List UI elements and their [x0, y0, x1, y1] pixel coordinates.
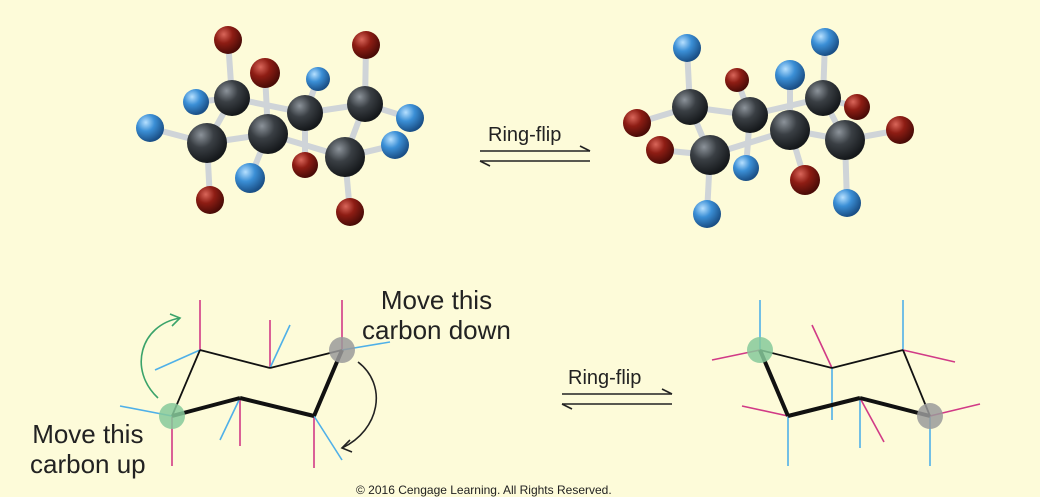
move-down-arrow — [341, 361, 378, 449]
blue-atom — [833, 189, 861, 217]
carbon-atom — [805, 80, 841, 116]
move-down-line1: Move this — [380, 285, 493, 315]
red-atom — [646, 136, 674, 164]
carbon-atom — [287, 95, 323, 131]
blue-atom — [396, 104, 424, 132]
red-atom — [250, 58, 280, 88]
carbon-up-highlight — [159, 403, 185, 429]
blue-atom — [775, 60, 805, 90]
red-atom — [336, 198, 364, 226]
blue-atom — [136, 114, 164, 142]
carbon-atom — [248, 114, 288, 154]
red-atom — [725, 68, 749, 92]
blue-atom — [235, 163, 265, 193]
red-atom — [196, 186, 224, 214]
right-chair-line-drawing — [711, 300, 981, 466]
blue-atom — [693, 200, 721, 228]
carbon-atom — [187, 123, 227, 163]
left-atoms — [136, 26, 424, 226]
red-atom — [844, 94, 870, 120]
carbon-up-highlight — [747, 337, 773, 363]
move-down-annotation: Move this carbon down — [362, 285, 511, 346]
carbon-atom — [690, 135, 730, 175]
carbon-down-highlight — [917, 403, 943, 429]
red-atom — [352, 31, 380, 59]
left-chair-line-drawing — [119, 300, 391, 468]
top-equilibrium-arrows — [479, 145, 591, 167]
red-atom — [623, 109, 651, 137]
carbon-atom — [732, 97, 768, 133]
move-up-line2: carbon up — [30, 448, 146, 479]
bottom-equilibrium-arrows — [561, 388, 673, 410]
blue-atom — [306, 67, 330, 91]
copyright-notice: © 2016 Cengage Learning. All Rights Rese… — [356, 483, 612, 497]
blue-atom — [811, 28, 839, 56]
red-atom — [886, 116, 914, 144]
carbon-atom — [325, 137, 365, 177]
carbon-atom — [825, 120, 865, 160]
bottom-ring-flip-label: Ring-flip — [568, 367, 642, 389]
red-atom — [214, 26, 242, 54]
red-atom — [292, 152, 318, 178]
blue-atom — [381, 131, 409, 159]
red-atom — [790, 165, 820, 195]
blue-atom — [183, 89, 209, 115]
carbon-atom — [214, 80, 250, 116]
right-atoms — [623, 28, 914, 228]
carbon-down-highlight — [329, 337, 355, 363]
move-down-line2: carbon down — [362, 314, 511, 345]
blue-atom — [673, 34, 701, 62]
left-chair-model — [136, 26, 424, 226]
carbon-atom — [347, 86, 383, 122]
carbon-atom — [672, 89, 708, 125]
move-up-annotation: Move this carbon up — [30, 419, 146, 480]
carbon-atom — [770, 110, 810, 150]
right-chair-model — [623, 28, 914, 228]
move-up-arrow — [140, 317, 181, 399]
top-ring-flip-label: Ring-flip — [488, 124, 562, 146]
blue-atom — [733, 155, 759, 181]
move-up-line1: Move this — [32, 419, 144, 449]
